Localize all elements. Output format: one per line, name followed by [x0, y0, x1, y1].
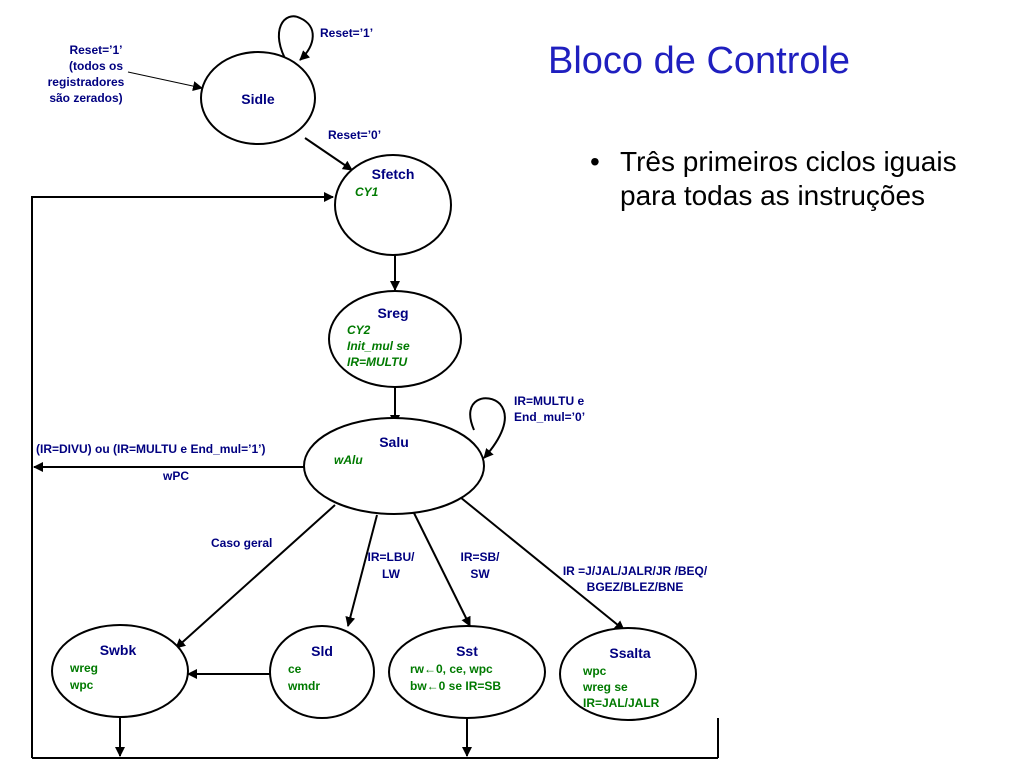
label-reset1-entry-line: (todos os [69, 59, 123, 73]
label-reset1-entry-line: são zerados) [49, 91, 122, 105]
edge-salu-loop [469, 397, 506, 459]
label-to-sld-line: LW [382, 567, 401, 581]
label-to-ssalta: IR =J/JAL/JALR/JR /BEQ/ BGEZ/BLEZ/BNE [563, 564, 708, 594]
state-sst: Sst rw←0, ce, wpc bw←0 se IR=SB [388, 625, 546, 719]
state-ssalta-action: wpc [582, 664, 607, 678]
state-sfetch-action: CY1 [355, 185, 379, 199]
state-sst-action: bw←0 se IR=SB [410, 679, 501, 693]
state-swbk-name: Swbk [100, 642, 137, 658]
label-caso-geral: Caso geral [211, 536, 272, 550]
label-to-ssalta-line: IR =J/JAL/JALR/JR /BEQ/ [563, 564, 708, 578]
label-to-sst-line: SW [470, 567, 490, 581]
state-sfetch: Sfetch CY1 [334, 154, 452, 256]
edge-return-sfetch [31, 192, 334, 758]
state-ssalta-action: wreg se [582, 680, 628, 694]
state-ssalta-name: Ssalta [609, 645, 650, 661]
bullet-list: • Três primeiros ciclos iguais para toda… [590, 145, 1010, 213]
edge-reset-entry [127, 71, 203, 91]
edge-salu-swbk [175, 504, 336, 649]
label-to-ssalta-line: BGEZ/BLEZ/BNE [587, 580, 684, 594]
bullet-marker: • [590, 146, 600, 177]
state-sfetch-name: Sfetch [372, 166, 415, 182]
state-sreg-action: IR=MULTU [347, 355, 407, 369]
label-reset0: Reset=’0’ [328, 128, 381, 142]
state-sst-name: Sst [456, 643, 478, 659]
label-to-sld-line: IR=LBU/ [367, 550, 415, 564]
state-sidle-name: Sidle [241, 91, 275, 107]
slide-title: Bloco de Controle [548, 40, 851, 82]
state-sreg: Sreg CY2 Init_mul se IR=MULTU [328, 290, 462, 388]
label-to-sld: IR=LBU/ LW [367, 550, 415, 581]
state-salu: Salu wAlu [303, 417, 485, 515]
state-sreg-action: CY2 [347, 323, 371, 337]
state-ssalta-action: IR=JAL/JALR [583, 696, 660, 710]
label-to-sst: IR=SB/ SW [460, 550, 500, 581]
state-sld: Sld ce wmdr [269, 625, 375, 719]
state-salu-action: wAlu [334, 453, 363, 467]
edge-salu-sld [345, 514, 378, 627]
label-reset1-loop: Reset=’1’ [320, 26, 373, 40]
label-salu-loop: IR=MULTU e End_mul=’0’ [514, 394, 585, 424]
state-sreg-name: Sreg [377, 305, 408, 321]
state-swbk-action: wreg [69, 661, 98, 675]
label-salu-loop-line: End_mul=’0’ [514, 410, 585, 424]
state-swbk-action: wpc [69, 678, 94, 692]
label-reset1-entry-line: Reset=’1’ [69, 43, 122, 57]
label-salu-back-action: wPC [162, 469, 189, 483]
state-sld-name: Sld [311, 643, 333, 659]
edge-salu-ssalta [459, 496, 625, 631]
state-swbk: Swbk wreg wpc [51, 624, 189, 718]
bullet-text: Três primeiros ciclos iguais para todas … [620, 146, 957, 211]
state-ssalta: Ssalta wpc wreg se IR=JAL/JALR [559, 627, 697, 721]
label-reset1-entry-line: registradores [48, 75, 125, 89]
label-salu-loop-line: IR=MULTU e [514, 394, 584, 408]
label-to-sst-line: IR=SB/ [460, 550, 500, 564]
bullet-item: • Três primeiros ciclos iguais para toda… [590, 145, 1010, 213]
label-salu-back: (IR=DIVU) ou (IR=MULTU e End_mul=’1’) [36, 442, 265, 456]
state-sidle: Sidle [200, 51, 316, 145]
edge-sidle-loop [277, 15, 314, 65]
edge-salu-sst [413, 512, 471, 627]
state-sld-action: ce [288, 662, 302, 676]
state-salu-name: Salu [379, 434, 409, 450]
edge-sidle-sfetch [304, 137, 353, 171]
state-sreg-action: Init_mul se [347, 339, 410, 353]
state-sst-action: rw←0, ce, wpc [410, 662, 493, 676]
state-sld-action: wmdr [287, 679, 320, 693]
label-reset1-entry: Reset=’1’ (todos os registradores são ze… [48, 43, 125, 105]
